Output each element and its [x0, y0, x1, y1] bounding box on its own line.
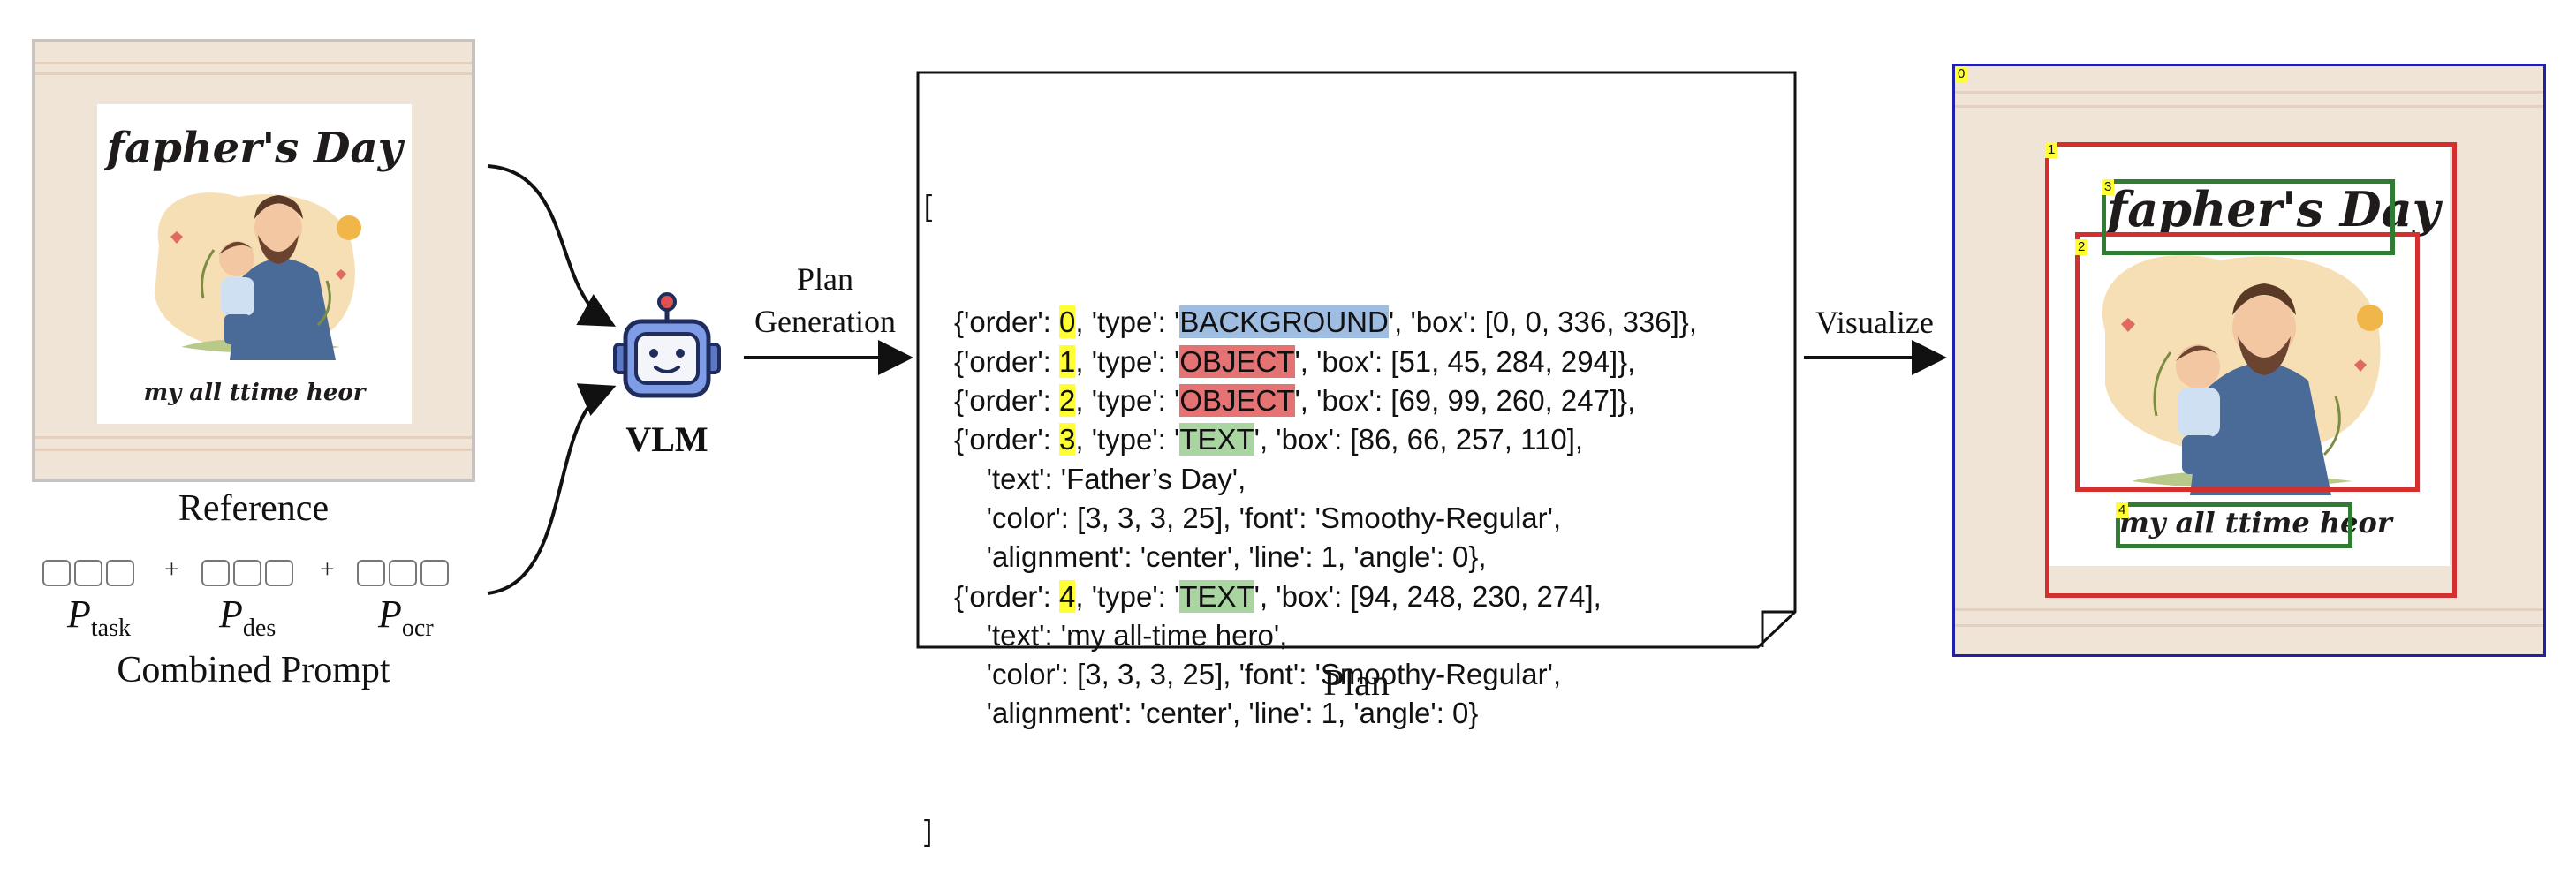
plan-json: [ {'order': 0, 'type': 'BACKGROUND', 'bo… — [924, 108, 1697, 890]
object-box-2 — [2075, 232, 2420, 492]
plan-line: {'order': 4, 'type': 'TEXT', 'box': [94,… — [924, 577, 1697, 616]
prompt-tokens-ocr — [357, 560, 449, 586]
prompt-plus: + — [320, 554, 335, 584]
plan-text: 'alignment': 'center', 'line': 1, 'angle… — [954, 697, 1479, 730]
plan-generation-line2: Generation — [754, 304, 896, 339]
plan-text: 'text': 'Father’s Day', — [954, 462, 1246, 495]
vlm-label: VLM — [625, 419, 708, 459]
plan-line: {'order': 1, 'type': 'OBJECT', 'box': [5… — [924, 343, 1697, 381]
plan-highlight: 1 — [1059, 344, 1076, 378]
plan-line: {'order': 3, 'type': 'TEXT', 'box': [86,… — [924, 420, 1697, 459]
plan-text: 'color': [3, 3, 3, 25], 'font': 'Smoothy… — [954, 501, 1562, 534]
plan-highlight: TEXT — [1179, 579, 1254, 613]
plan-generation-line1: Plan — [796, 261, 853, 297]
plan-line: 'alignment': 'center', 'line': 1, 'angle… — [924, 538, 1697, 577]
plan-text: 'text': 'my all-time hero', — [954, 618, 1288, 652]
reference-card: fapher's Day my all ttime heor — [97, 104, 412, 424]
prompt-tokens-task — [42, 560, 134, 586]
plan-line: 'color': [3, 3, 3, 25], 'font': 'Smoothy… — [924, 655, 1697, 694]
plan-text: {'order': — [954, 423, 1059, 456]
box-label-4: 4 — [2116, 502, 2129, 518]
plan-highlight: 3 — [1059, 423, 1076, 456]
plan-line: {'order': 2, 'type': 'OBJECT', 'box': [6… — [924, 381, 1697, 420]
prompt-p-task: Ptask — [67, 592, 131, 642]
plan-document — [916, 71, 1797, 649]
plan-line: 'text': 'my all-time hero', — [924, 616, 1697, 655]
text-box-3 — [2102, 179, 2395, 255]
visualized-illustration — [2102, 254, 2383, 495]
plan-entries: {'order': 0, 'type': 'BACKGROUND', 'box'… — [924, 303, 1697, 733]
plan-text: {'order': — [954, 344, 1059, 378]
box-label-3: 3 — [2102, 179, 2115, 195]
plan-highlight: 2 — [1059, 384, 1076, 418]
plan-text: , 'type': ' — [1075, 384, 1180, 418]
prompt-p-ocr: Pocr — [378, 592, 434, 642]
plan-line: 'text': 'Father’s Day', — [924, 460, 1697, 499]
prompt-p-des: Pdes — [219, 592, 277, 642]
visualized-poster-title: fapher's Day — [2107, 181, 2440, 238]
prompt-tokens-des — [201, 560, 293, 586]
plan-highlight: OBJECT — [1179, 384, 1295, 418]
plan-line: {'order': 0, 'type': 'BACKGROUND', 'box'… — [924, 303, 1697, 342]
robot-icon — [613, 292, 721, 398]
plan-highlight: OBJECT — [1179, 344, 1295, 378]
reference-poster-title: fapher's Day — [106, 124, 403, 173]
flow-arrows — [487, 164, 1947, 595]
plan-text: , 'type': ' — [1075, 579, 1180, 613]
plan-text: 'alignment': 'center', 'line': 1, 'angle… — [954, 540, 1487, 574]
reference-caption: Reference — [178, 488, 330, 529]
plan-highlight: 4 — [1059, 579, 1076, 613]
plan-text: , 'type': ' — [1075, 423, 1180, 456]
visualized-poster-subtitle: my all ttime heor — [2119, 506, 2392, 539]
plan-text: {'order': — [954, 305, 1059, 339]
prompt-to-vlm-arrow — [487, 383, 617, 595]
plan-text: , 'type': ' — [1075, 305, 1180, 339]
visualized-poster: fapher's Day my all ttime heor 0 1 2 3 4 — [1952, 64, 2546, 657]
reference-to-vlm-arrow — [487, 164, 616, 327]
plan-text: {'order': — [954, 579, 1059, 613]
plan-highlight: TEXT — [1179, 423, 1254, 456]
plan-text: ', 'box': [51, 45, 284, 294]}, — [1294, 344, 1636, 378]
plan-generation-label: Plan Generation — [744, 258, 906, 343]
box-label-1: 1 — [2045, 142, 2058, 158]
plan-text: {'order': — [954, 384, 1059, 418]
reference-poster-subtitle: my all ttime heor — [143, 380, 366, 406]
plan-caption: Plan — [1323, 663, 1390, 704]
combined-prompt-caption: Combined Prompt — [117, 650, 390, 690]
object-box-1 — [2045, 142, 2457, 598]
reference-poster: fapher's Day my all ttime heor — [32, 39, 475, 482]
plan-text: , 'type': ' — [1075, 344, 1180, 378]
plan-text: ', 'box': [69, 99, 260, 247]}, — [1294, 384, 1636, 418]
plan-open-bracket: [ — [924, 188, 933, 222]
plan-line: 'alignment': 'center', 'line': 1, 'angle… — [924, 694, 1697, 733]
father-child-illustration — [155, 192, 361, 360]
plan-highlight: BACKGROUND — [1179, 305, 1389, 339]
box-label-0: 0 — [1955, 66, 1968, 82]
plan-line: 'color': [3, 3, 3, 25], 'font': 'Smoothy… — [924, 499, 1697, 538]
plan-close-bracket: ] — [924, 814, 933, 848]
plan-text: ', 'box': [86, 66, 257, 110], — [1254, 423, 1584, 456]
plan-text: 'color': [3, 3, 3, 25], 'font': 'Smoothy… — [954, 658, 1562, 691]
box-label-2: 2 — [2075, 239, 2088, 255]
text-box-4 — [2116, 502, 2352, 548]
plan-highlight: 0 — [1059, 305, 1076, 339]
plan-text: ', 'box': [94, 248, 230, 274], — [1254, 579, 1602, 613]
prompt-plus: + — [164, 554, 179, 584]
plan-text: ', 'box': [0, 0, 336, 336]}, — [1388, 305, 1697, 339]
visualize-label: Visualize — [1815, 305, 1934, 340]
